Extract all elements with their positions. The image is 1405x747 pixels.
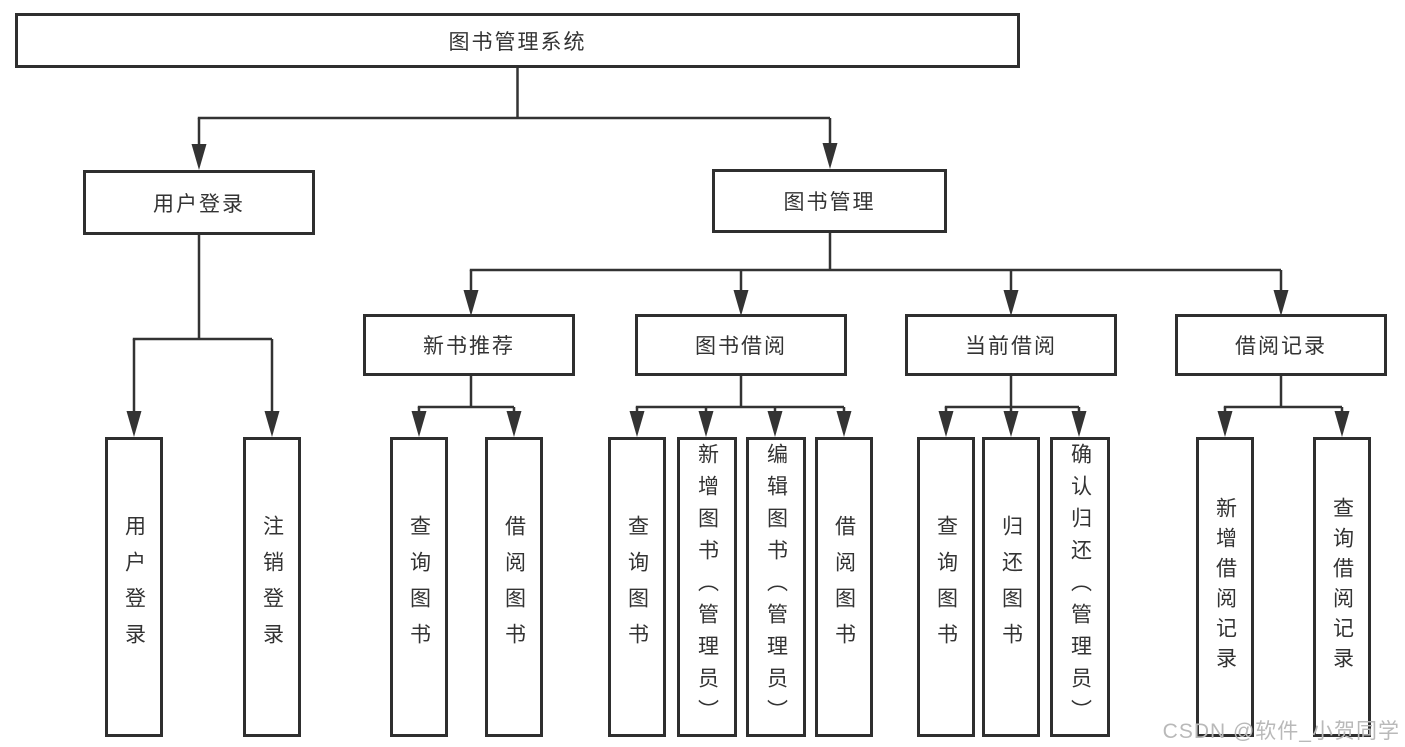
node-current-borrowing: 当前借阅 bbox=[905, 314, 1117, 376]
node-label: 查询图书 bbox=[934, 515, 958, 659]
node-leaf-return-book: 归还图书 bbox=[982, 437, 1040, 737]
arrowheads bbox=[126, 143, 1350, 437]
node-label: 借阅图书 bbox=[832, 515, 856, 659]
node-label: 归还图书 bbox=[999, 515, 1023, 659]
node-label: 用户登录 bbox=[122, 515, 146, 659]
node-label: 注销登录 bbox=[260, 515, 284, 659]
node-borrowing-records: 借阅记录 bbox=[1175, 314, 1387, 376]
node-label: 查询图书 bbox=[625, 515, 649, 659]
node-leaf-search-borrow-record: 查询借阅记录 bbox=[1313, 437, 1371, 737]
node-leaf-add-book-admin: 新增图书（管理员） bbox=[677, 437, 737, 737]
node-leaf-confirm-return-admin: 确认归还（管理员） bbox=[1050, 437, 1110, 737]
node-label: 确认归还（管理员） bbox=[1068, 443, 1092, 731]
node-label: 新增图书（管理员） bbox=[695, 443, 719, 731]
node-label: 新书推荐 bbox=[423, 335, 515, 358]
node-new-book-recommend: 新书推荐 bbox=[363, 314, 575, 376]
node-leaf-search-books-recommend: 查询图书 bbox=[390, 437, 448, 737]
node-leaf-search-books-borrowing: 查询图书 bbox=[608, 437, 666, 737]
node-label: 借阅图书 bbox=[502, 515, 526, 659]
node-label: 当前借阅 bbox=[965, 335, 1057, 358]
node-label: 图书管理 bbox=[783, 191, 876, 214]
node-leaf-logout: 注销登录 bbox=[243, 437, 301, 737]
node-label: 新增借阅记录 bbox=[1213, 497, 1237, 677]
node-library-management-system: 图书管理系统 bbox=[15, 13, 1020, 68]
node-label: 用户登录 bbox=[153, 192, 245, 216]
node-label: 编辑图书（管理员） bbox=[764, 443, 788, 731]
node-leaf-user-login: 用户登录 bbox=[105, 437, 163, 737]
node-book-borrowing: 图书借阅 bbox=[635, 314, 847, 376]
node-leaf-edit-book-admin: 编辑图书（管理员） bbox=[746, 437, 806, 737]
node-user-login: 用户登录 bbox=[83, 170, 315, 235]
node-label: 查询借阅记录 bbox=[1330, 497, 1354, 677]
node-label: 查询图书 bbox=[407, 515, 431, 659]
node-book-management: 图书管理 bbox=[712, 169, 947, 233]
node-label: 借阅记录 bbox=[1235, 335, 1327, 358]
node-leaf-borrow-books-borrowing: 借阅图书 bbox=[815, 437, 873, 737]
node-label: 图书管理系统 bbox=[448, 30, 587, 54]
node-leaf-search-books-current: 查询图书 bbox=[917, 437, 975, 737]
node-leaf-borrow-books-recommend: 借阅图书 bbox=[485, 437, 543, 737]
watermark: CSDN @软件_小贺同学 bbox=[1162, 720, 1400, 743]
node-label: 图书借阅 bbox=[695, 335, 787, 358]
node-leaf-add-borrow-record: 新增借阅记录 bbox=[1196, 437, 1254, 737]
